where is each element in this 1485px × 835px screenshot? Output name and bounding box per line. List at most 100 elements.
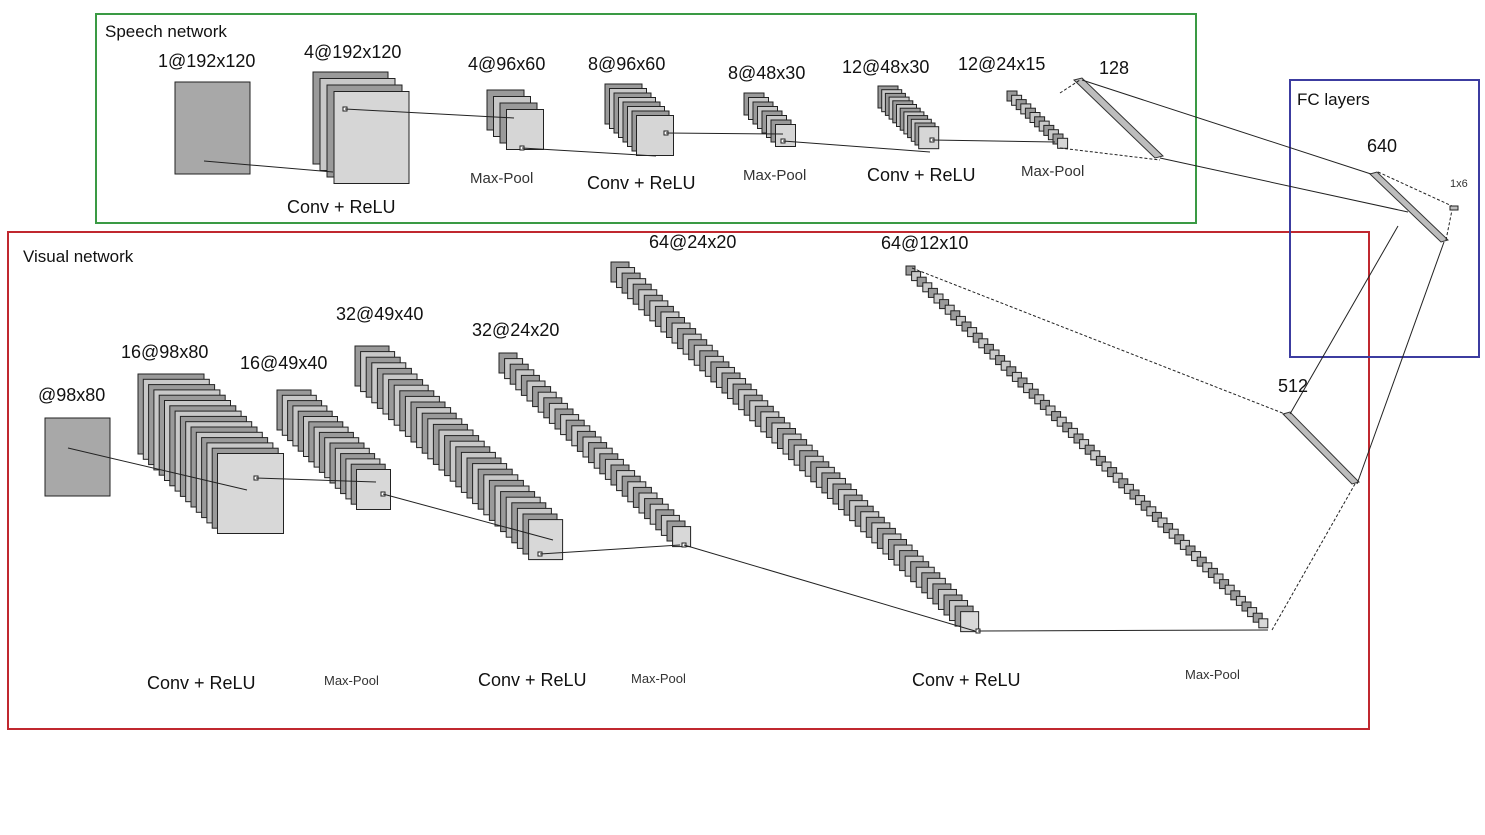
visual-pool3-feature-maps bbox=[1168, 528, 1179, 539]
speech-dim-label: 1@192x120 bbox=[158, 51, 256, 71]
visual-pool3-feature-maps bbox=[1202, 562, 1213, 573]
visual-pool3-feature-maps bbox=[1017, 377, 1028, 388]
fc-connection-line bbox=[1159, 157, 1409, 213]
speech-op-label: Conv + ReLU bbox=[587, 173, 696, 193]
visual-pool3-feature-maps bbox=[983, 343, 994, 354]
visual-pool3-feature-maps bbox=[1235, 595, 1246, 606]
visual-dim-label: 32@49x40 bbox=[336, 304, 424, 324]
visual-pool3-feature-maps bbox=[1073, 433, 1084, 444]
speech-connection-line bbox=[782, 140, 931, 153]
visual-pool3-feature-maps bbox=[1247, 607, 1258, 618]
visual-pool3-feature-maps bbox=[922, 282, 933, 293]
visual-pool3-feature-maps bbox=[1174, 534, 1185, 545]
visual-connection-line bbox=[683, 544, 976, 632]
visual-op-label: Max-Pool bbox=[1185, 667, 1240, 682]
fc-connection-line bbox=[1356, 241, 1445, 485]
fc-connection-line bbox=[1377, 171, 1453, 207]
visual-pool3-feature-maps bbox=[1095, 455, 1106, 466]
visual-pool3-feature-maps bbox=[1079, 439, 1090, 450]
visual-pool3-feature-maps bbox=[944, 304, 955, 315]
speech-connection-line bbox=[521, 147, 657, 157]
visual-pool3-feature-maps bbox=[1140, 500, 1151, 511]
visual-pool3-feature-maps bbox=[1146, 506, 1157, 517]
speech-dim-label: 4@192x120 bbox=[304, 42, 402, 62]
visual-input-feature-map bbox=[44, 417, 111, 497]
visual-pool3-feature-maps bbox=[1241, 601, 1252, 612]
fc-connection-line bbox=[1445, 209, 1453, 241]
visual-pool3-feature-maps bbox=[1112, 472, 1123, 483]
visual-dim-label: 64@24x20 bbox=[649, 232, 737, 252]
visual-pool1-feature-maps bbox=[356, 469, 391, 510]
fc-layers-box bbox=[1289, 79, 1480, 358]
speech-op-label: Conv + ReLU bbox=[867, 165, 976, 185]
speech-connection-line bbox=[203, 160, 334, 173]
visual-pool3-feature-maps bbox=[1023, 383, 1034, 394]
visual-connection-line bbox=[977, 629, 1269, 632]
visual-pool3-feature-maps bbox=[1157, 517, 1168, 528]
speech-dim-label: 128 bbox=[1099, 58, 1130, 78]
speech-input-feature-map bbox=[174, 81, 251, 175]
visual-pool3-feature-maps bbox=[961, 321, 972, 332]
visual-dim-label: @98x80 bbox=[38, 385, 106, 405]
visual-pool3-feature-maps bbox=[1067, 427, 1078, 438]
visual-pool3-feature-maps bbox=[1084, 444, 1095, 455]
visual-pool3-feature-maps bbox=[1051, 411, 1062, 422]
visual-dim-label: 64@12x10 bbox=[881, 233, 969, 253]
speech-op-label: Max-Pool bbox=[470, 170, 534, 187]
visual-pool3-feature-maps bbox=[1045, 405, 1056, 416]
speech-network-title: Speech network bbox=[105, 22, 227, 41]
visual-pool3-feature-maps bbox=[1258, 618, 1269, 629]
speech-conv1-feature-maps bbox=[333, 91, 410, 184]
visual-pool3-feature-maps bbox=[1179, 539, 1190, 550]
visual-connection-line bbox=[911, 267, 1286, 415]
visual-pool3-feature-maps bbox=[1207, 567, 1218, 578]
visual-pool3-feature-maps bbox=[939, 299, 950, 310]
visual-op-label: Conv + ReLU bbox=[147, 673, 256, 693]
speech-connection-line bbox=[1059, 147, 1161, 161]
visual-pool3-feature-maps bbox=[1101, 461, 1112, 472]
visual-pool3-feature-maps bbox=[1118, 478, 1129, 489]
visual-op-label: Max-Pool bbox=[324, 673, 379, 688]
visual-pool3-feature-maps bbox=[1196, 556, 1207, 567]
visual-pool3-feature-maps bbox=[950, 310, 961, 321]
visual-pool3-feature-maps bbox=[1123, 483, 1134, 494]
visual-pool3-feature-maps bbox=[1185, 545, 1196, 556]
visual-pool3-feature-maps bbox=[1151, 511, 1162, 522]
visual-pool3-feature-maps bbox=[916, 276, 927, 287]
visual-connection-line bbox=[539, 544, 681, 555]
visual-pool3-feature-maps bbox=[1224, 584, 1235, 595]
visual-op-label: Conv + ReLU bbox=[912, 670, 1021, 690]
visual-pool3-feature-maps bbox=[1163, 523, 1174, 534]
speech-connection-line bbox=[931, 139, 1056, 143]
speech-dim-label: 4@96x60 bbox=[468, 54, 546, 74]
visual-pool3-feature-maps bbox=[1213, 573, 1224, 584]
visual-pool3-feature-maps bbox=[905, 265, 916, 276]
visual-conv1-feature-maps bbox=[217, 453, 284, 534]
visual-pool3-feature-maps bbox=[1000, 360, 1011, 371]
visual-pool3-feature-maps bbox=[1252, 612, 1263, 623]
speech-dim-label: 8@48x30 bbox=[728, 63, 806, 83]
visual-pool3-feature-maps bbox=[1135, 495, 1146, 506]
visual-pool3-feature-maps bbox=[927, 287, 938, 298]
visual-pool3-feature-maps bbox=[1034, 394, 1045, 405]
visual-pool3-feature-maps bbox=[1219, 579, 1230, 590]
visual-pool3-feature-maps bbox=[911, 271, 922, 282]
speech-op-label: Max-Pool bbox=[743, 167, 807, 184]
speech-op-label: Conv + ReLU bbox=[287, 197, 396, 217]
visual-dim-label: 16@49x40 bbox=[240, 353, 328, 373]
visual-pool3-feature-maps bbox=[978, 338, 989, 349]
fc-layers-title: FC layers bbox=[1297, 90, 1370, 109]
speech-connection-line bbox=[1059, 79, 1081, 94]
visual-pool3-feature-maps bbox=[1191, 551, 1202, 562]
visual-pool3-feature-maps bbox=[972, 332, 983, 343]
visual-pool3-feature-maps bbox=[1056, 416, 1067, 427]
visual-pool3-feature-maps bbox=[955, 315, 966, 326]
speech-dim-label: 12@24x15 bbox=[958, 54, 1046, 74]
visual-fc-512-bar bbox=[1282, 411, 1360, 485]
visual-connection-line bbox=[67, 447, 248, 491]
fc-connection-line bbox=[1081, 79, 1372, 175]
visual-dim-label: 32@24x20 bbox=[472, 320, 560, 340]
visual-pool3-feature-maps bbox=[1230, 590, 1241, 601]
visual-network-title: Visual network bbox=[23, 247, 134, 266]
visual-pool3-feature-maps bbox=[1011, 371, 1022, 382]
